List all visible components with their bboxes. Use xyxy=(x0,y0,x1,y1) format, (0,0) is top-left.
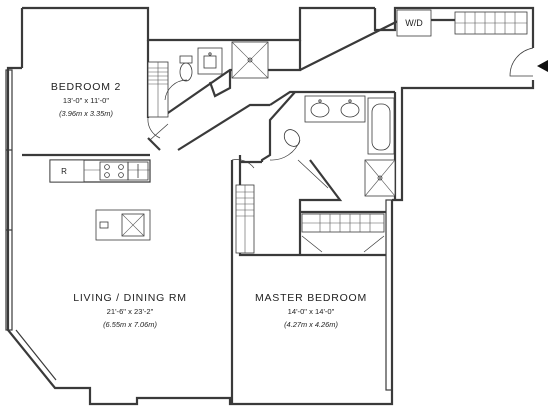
bedroom2-dims: 13'-0" x 11'-0" xyxy=(63,96,109,105)
door-swings xyxy=(147,117,255,169)
island-sink-icon xyxy=(121,213,145,237)
sink-icon xyxy=(203,55,217,69)
master-dims: 14'-0" x 14'-0" xyxy=(288,307,335,316)
kitchen-island xyxy=(95,209,151,241)
top-wall xyxy=(22,6,375,42)
kitchen: R xyxy=(49,159,151,241)
master-bath xyxy=(269,95,396,197)
master-name: MASTER BEDROOM xyxy=(255,292,367,304)
toilet-icon xyxy=(179,62,193,82)
living-closet xyxy=(235,184,255,254)
refrigerator xyxy=(49,159,85,183)
washer-dryer xyxy=(396,9,432,37)
master-metric: (4.27m x 4.26m) xyxy=(284,320,338,329)
left-window-strip xyxy=(5,69,13,331)
exterior-walls xyxy=(5,6,535,406)
washer-dryer-label: W/D xyxy=(405,18,423,28)
laundry: W/D xyxy=(396,9,534,77)
stove-icon xyxy=(99,161,129,181)
room-label-living: LIVING / DINING RM 21'-6" x 23'-2" (6.55… xyxy=(73,292,187,329)
room-label-master: MASTER BEDROOM 14'-0" x 14'-0" (4.27m x … xyxy=(255,292,367,329)
bedroom2-name: BEDROOM 2 xyxy=(51,81,121,93)
master-sink-left-icon xyxy=(310,102,330,118)
master-sink-right-icon xyxy=(340,102,360,118)
living-dims: 21'-6" x 23'-2" xyxy=(107,307,154,316)
hall-bath xyxy=(164,41,269,101)
bedroom2-closet xyxy=(147,61,169,118)
master-closets xyxy=(301,213,385,253)
living-name: LIVING / DINING RM xyxy=(73,292,187,304)
bay-window xyxy=(9,329,57,386)
top-right-wall xyxy=(373,6,535,48)
left-exterior-wall xyxy=(6,8,394,406)
kitchen-sink-icon xyxy=(127,161,149,181)
master-toilet-icon xyxy=(283,129,301,147)
room-label-bedroom2: BEDROOM 2 13'-0" x 11'-0" (3.96m x 3.35m… xyxy=(51,81,121,118)
entry-arrow-icon xyxy=(537,60,548,72)
refrigerator-label: R xyxy=(61,167,67,176)
bedroom2-metric: (3.96m x 3.35m) xyxy=(59,109,113,118)
living-metric: (6.55m x 7.06m) xyxy=(103,320,157,329)
